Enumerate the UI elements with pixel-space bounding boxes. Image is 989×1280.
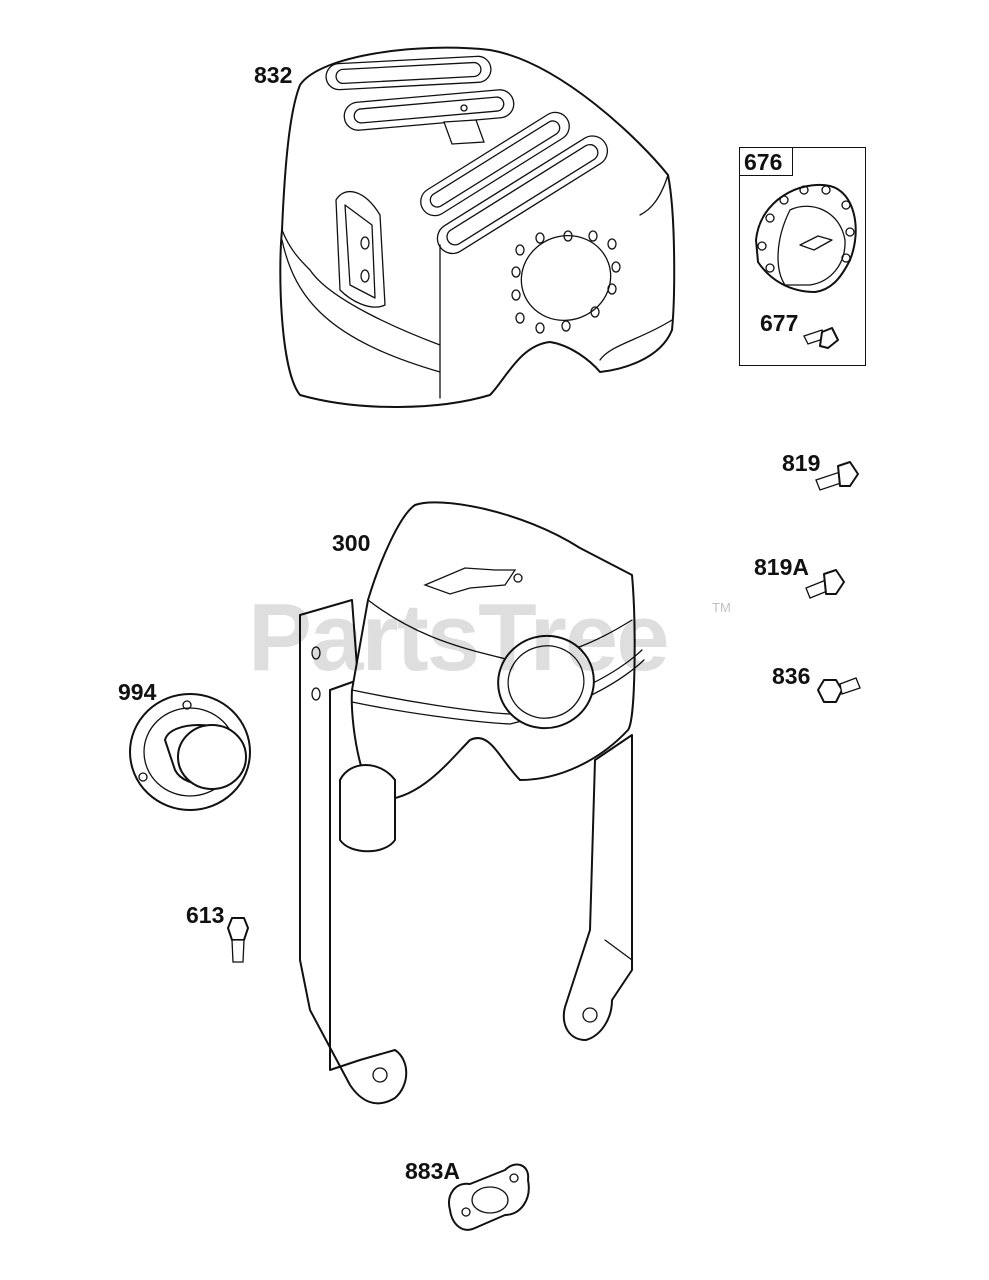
callout-819a[interactable]: 819A (754, 554, 809, 580)
screw-819a-part[interactable] (805, 569, 845, 599)
callout-994[interactable]: 994 (118, 679, 157, 705)
callout-832[interactable]: 832 (254, 62, 293, 88)
callout-300[interactable]: 300 (332, 530, 371, 556)
watermark: PartsTree (248, 584, 670, 691)
screw-613-part[interactable] (227, 917, 249, 963)
callout-883a[interactable]: 883A (405, 1158, 460, 1184)
callout-677[interactable]: 677 (760, 310, 799, 336)
exhaust-deflector-part[interactable] (755, 184, 857, 293)
callout-836[interactable]: 836 (772, 663, 811, 689)
watermark-trademark: TM (712, 600, 731, 615)
deflector-inset-box (739, 147, 866, 366)
screw-819-part[interactable] (815, 461, 859, 491)
callout-819[interactable]: 819 (782, 450, 821, 476)
gasket-part[interactable] (448, 1163, 530, 1231)
deflector-inset-tag (739, 147, 793, 176)
muffler-part[interactable] (299, 501, 645, 1105)
spark-arrestor-part[interactable] (129, 693, 251, 811)
callout-676[interactable]: 676 (744, 149, 783, 175)
deflector-screw-part[interactable] (803, 327, 839, 349)
callout-613[interactable]: 613 (186, 902, 225, 928)
heat-shield-part[interactable] (279, 46, 676, 408)
screw-836-part[interactable] (817, 677, 861, 703)
